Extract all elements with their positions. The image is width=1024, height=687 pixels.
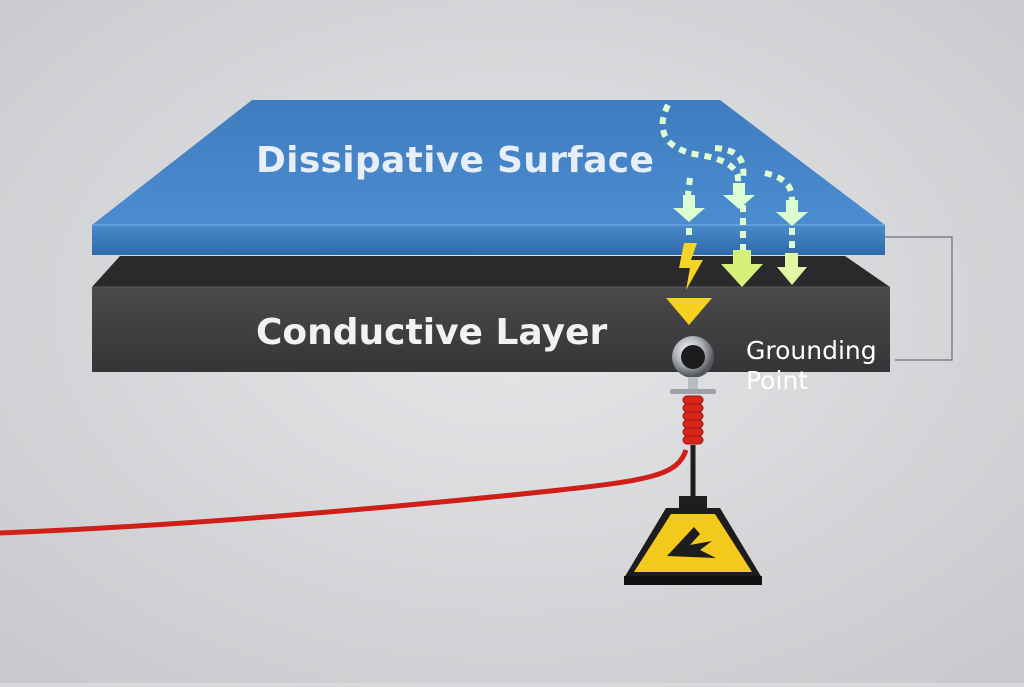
charge-flow-arrow-icon (673, 183, 808, 226)
arrow-down-icon (777, 253, 807, 285)
lightning-bolt-icon (679, 243, 703, 290)
grounding-ring-icon (670, 336, 716, 394)
charge-path-2 (714, 145, 747, 181)
charge-path-3 (764, 170, 795, 201)
charge-path-4 (685, 177, 693, 196)
electrical-hazard-sign-icon (624, 496, 762, 585)
discharge-arrow-icon (666, 298, 712, 325)
arrow-down-icon (721, 250, 763, 287)
discharge-arrows (666, 243, 807, 325)
dissipative-surface-label: Dissipative Surface (256, 140, 655, 181)
cable-spring (682, 395, 704, 445)
ground-cable (0, 449, 689, 536)
grounding-bracket-line (885, 236, 953, 361)
charge-path-1 (659, 103, 742, 186)
grounding-point-label: Grounding Point (746, 336, 877, 395)
conductive-layer-label: Conductive Layer (256, 312, 608, 353)
